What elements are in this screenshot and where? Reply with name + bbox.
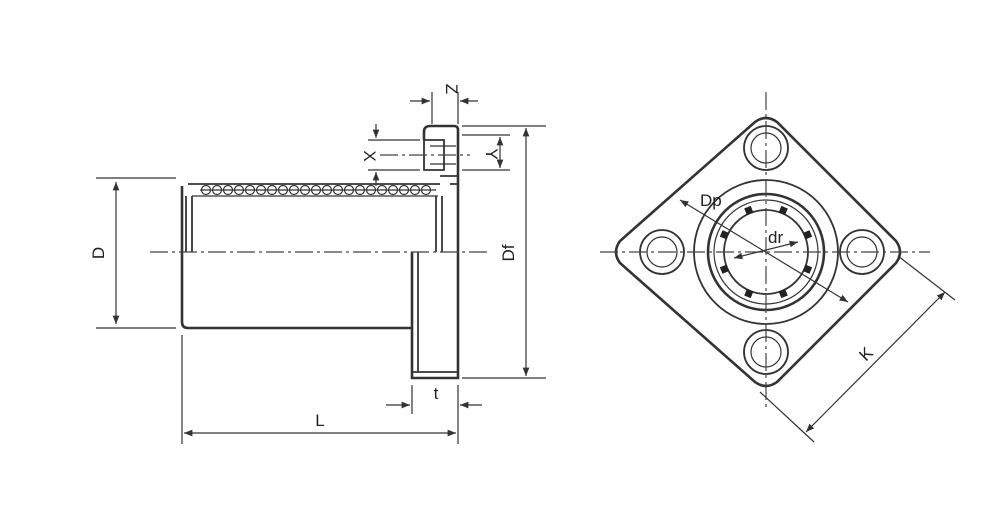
retainer-mark — [803, 230, 813, 240]
mount-hole — [423, 139, 445, 171]
retainer-mark — [719, 264, 729, 274]
retainer-mark — [744, 289, 754, 299]
dr-dimension-line — [733, 240, 799, 260]
dim-label-Dp: Dp — [700, 191, 722, 210]
dim-label-D: D — [89, 247, 108, 259]
k-dimension-line — [805, 291, 946, 433]
body-outline — [180, 186, 412, 330]
dim-label-t: t — [434, 384, 439, 403]
side-view: D L t Z X Y Df — [89, 84, 546, 444]
dim-label-X: X — [360, 150, 379, 161]
dim-label-K: K — [855, 343, 877, 365]
dim-label-dr: dr — [768, 228, 783, 247]
dim-label-L: L — [315, 411, 324, 430]
retainer-mark — [719, 230, 729, 240]
retainer-mark — [803, 264, 813, 274]
dim-label-Z: Z — [442, 84, 461, 94]
dim-label-Df: Df — [499, 244, 518, 261]
flange-outline — [410, 124, 460, 380]
square-flange — [614, 116, 902, 388]
retainer-mark — [778, 289, 788, 299]
retainer-mark — [778, 205, 788, 215]
front-view: Dp dr K — [600, 92, 956, 443]
dim-label-Y: Y — [482, 148, 501, 159]
retainer-mark — [744, 205, 754, 215]
